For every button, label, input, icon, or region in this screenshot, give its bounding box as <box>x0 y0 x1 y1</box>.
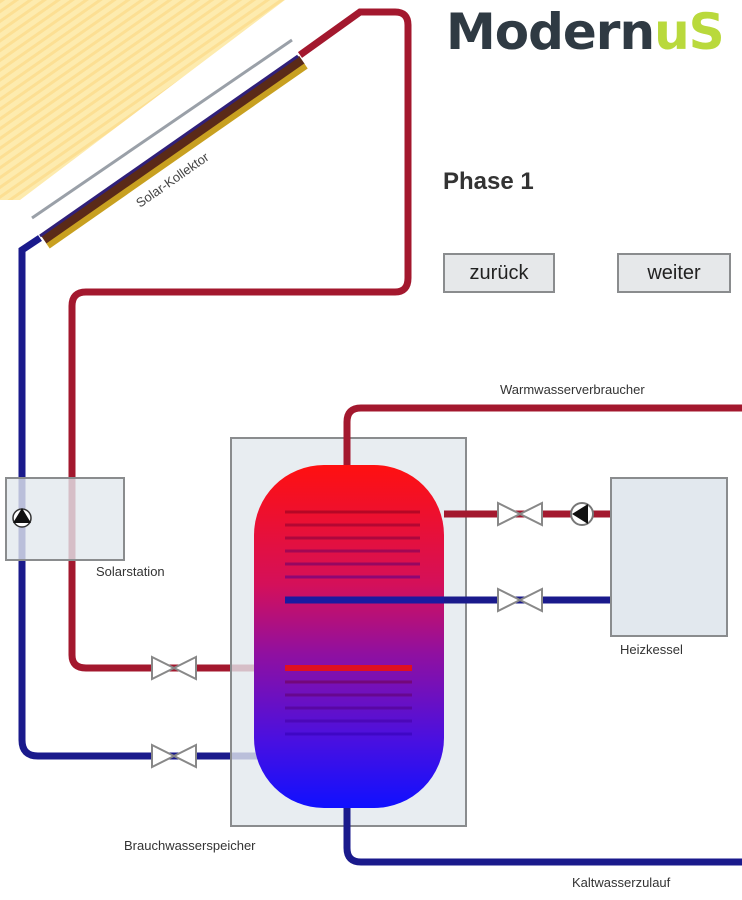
solar-station-label: Solarstation <box>96 564 165 579</box>
sun-rays <box>0 0 285 200</box>
solar-station-box[interactable] <box>5 477 125 561</box>
logo-main: Modern <box>446 3 655 61</box>
cold-pipe-collector-feed <box>18 235 412 760</box>
boiler-label: Heizkessel <box>620 642 683 657</box>
pump-icon[interactable] <box>12 508 32 528</box>
lower-heat-exchanger-coil <box>285 680 412 736</box>
logo: ModernuS <box>446 3 725 61</box>
cold-water-inlet-label: Kaltwasserzulauf <box>572 875 671 890</box>
next-button[interactable]: weiter <box>617 253 731 293</box>
hot-pipe-collector-return <box>68 8 412 672</box>
upper-heat-exchanger-coil <box>285 510 420 579</box>
phase-title: Phase 1 <box>443 168 534 195</box>
logo-accent: uS <box>654 3 725 61</box>
solar-collector[interactable] <box>31 38 308 249</box>
storage-tank-label: Brauchwasserspeicher <box>124 838 256 853</box>
back-button[interactable]: zurück <box>443 253 555 293</box>
hot-water-consumer-label: Warmwasserverbraucher <box>500 382 645 397</box>
hot-pipe-consumer <box>343 404 742 470</box>
valve-icon[interactable] <box>151 655 197 681</box>
boiler-box[interactable] <box>610 477 728 637</box>
pump-icon[interactable] <box>570 502 594 526</box>
cold-pipe-inlet <box>343 800 742 866</box>
valve-icon[interactable] <box>497 587 543 613</box>
valve-icon[interactable] <box>497 501 543 527</box>
storage-tank[interactable] <box>254 465 444 808</box>
valve-icon[interactable] <box>151 743 197 769</box>
